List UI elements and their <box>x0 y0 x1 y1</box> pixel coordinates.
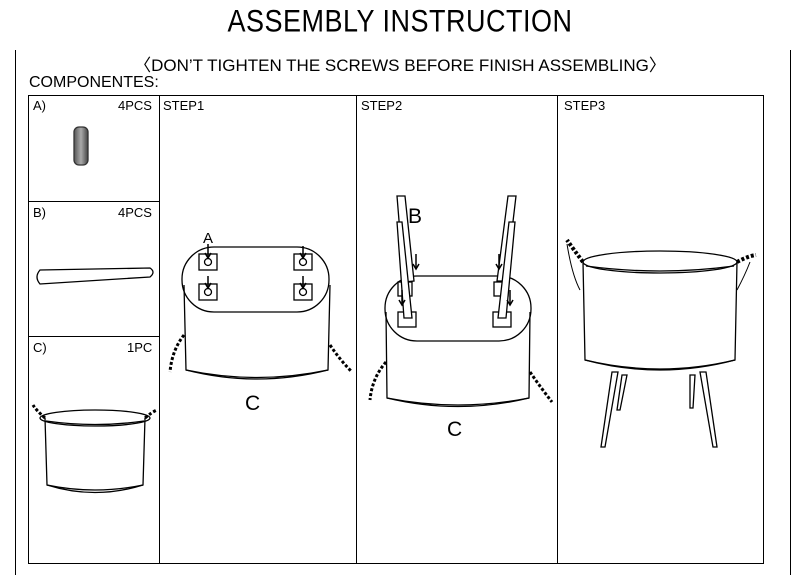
leg-icon <box>396 195 517 319</box>
step1-label: STEP1 <box>163 98 205 113</box>
components-heading: COMPONENTES: <box>29 74 159 91</box>
step1-callout-a: A <box>203 230 214 247</box>
grid-border <box>557 95 558 563</box>
grid-border <box>28 95 764 96</box>
step1-basket-icon <box>168 244 354 380</box>
component-c-qty: 1PC <box>127 340 153 355</box>
leg-icon <box>36 267 154 285</box>
grid-border <box>28 201 159 202</box>
step2-label: STEP2 <box>361 98 403 113</box>
grid-border <box>28 95 29 563</box>
grid-border <box>356 95 357 563</box>
component-c-letter: C) <box>33 340 47 355</box>
component-a-qty: 4PCS <box>118 98 152 113</box>
step3-label: STEP3 <box>564 98 606 113</box>
grid-border <box>159 95 160 563</box>
screw-bolt-icon <box>73 126 89 166</box>
arrow-down-icon <box>204 244 307 290</box>
step2-callout-c: C <box>447 418 463 441</box>
component-a-letter: A) <box>33 98 46 113</box>
step2-callout-b: B <box>408 205 423 228</box>
page-subtitle: 〈DON’T TIGHTEN THE SCREWS BEFORE FINISH … <box>134 56 666 75</box>
page-side-line <box>790 50 791 575</box>
step1-callout-c: C <box>245 392 261 415</box>
grid-border <box>28 336 159 337</box>
page-title: ASSEMBLY INSTRUCTION <box>227 3 573 39</box>
component-b-qty: 4PCS <box>118 205 152 220</box>
step3-stool-icon <box>565 238 757 448</box>
page-side-line <box>15 50 16 575</box>
step2-basket-icon <box>368 195 554 408</box>
grid-border <box>763 95 764 563</box>
arrow-down-icon <box>398 254 514 307</box>
leg-icon <box>600 371 718 448</box>
component-b-letter: B) <box>33 205 46 220</box>
basket-stool-icon <box>31 404 158 494</box>
grid-border <box>28 563 764 564</box>
